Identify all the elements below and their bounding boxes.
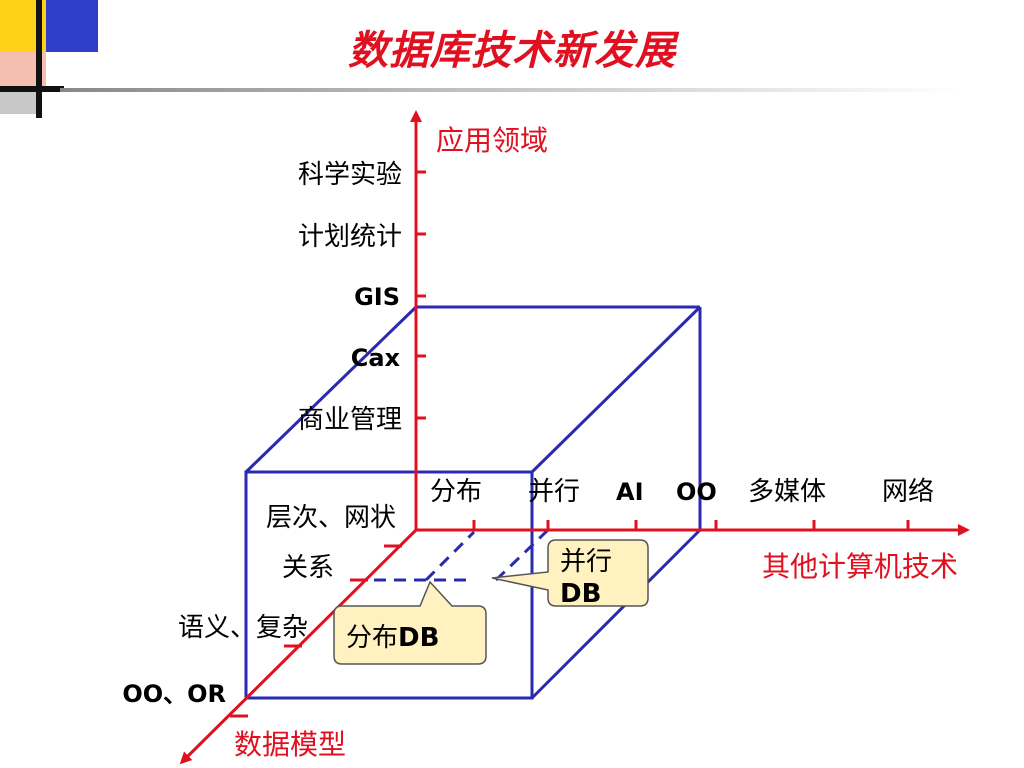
distributed-db-label-en: DB (398, 623, 439, 653)
d-tick-label: 关系 (282, 553, 334, 583)
v-tick-label: Cax (351, 344, 401, 372)
vertical-axis-title: 应用领域 (436, 124, 548, 157)
parallel-db-callout: 并行 DB (491, 539, 649, 609)
gray-block (0, 92, 36, 114)
d-tick-label: OO、OR (122, 680, 226, 708)
cube (244, 305, 702, 700)
axes (179, 110, 970, 765)
h-tick-label: OO (676, 478, 717, 506)
distributed-db-label-cn: 分布 (346, 623, 398, 653)
corner-decoration (0, 0, 100, 118)
cube-dashed-diag-1 (424, 530, 476, 582)
title-underline (60, 88, 960, 92)
slide-title: 数据库技术新发展 (348, 28, 676, 74)
h-tick-label: 并行 (528, 477, 580, 507)
vertical-bar (36, 0, 42, 118)
v-tick-label: 科学实验 (298, 160, 402, 190)
distributed-db-callout: 分布DB (333, 580, 487, 665)
d-tick-label: 层次、网状 (266, 503, 396, 533)
parallel-db-callout-shape (491, 539, 649, 607)
v-tick-label: 计划统计 (298, 222, 402, 252)
cube-edge-top-right (530, 305, 702, 474)
cube-edge-bottom-right (530, 528, 702, 700)
depth-axis-title: 数据模型 (234, 728, 346, 761)
distributed-db-label: 分布DB (346, 623, 439, 653)
parallel-db-line2: DB (560, 579, 601, 609)
parallel-db-line1: 并行 (560, 547, 612, 577)
h-tick-label: 网络 (882, 477, 934, 507)
h-tick-label: AI (616, 478, 644, 506)
d-tick-label: 语义、复杂 (178, 613, 308, 643)
distributed-db-callout-shape (333, 580, 487, 665)
v-tick-label: 商业管理 (298, 405, 402, 435)
h-tick-label: 多媒体 (748, 477, 826, 507)
h-tick-label: 分布 (430, 477, 482, 507)
v-tick-label: GIS (354, 283, 400, 311)
cube-dashed-diag-2 (494, 528, 550, 582)
horizontal-bar (0, 86, 64, 92)
cube-edge-top-left (244, 305, 418, 474)
horizontal-axis-title: 其他计算机技术 (762, 550, 958, 583)
blue-block (46, 0, 98, 52)
